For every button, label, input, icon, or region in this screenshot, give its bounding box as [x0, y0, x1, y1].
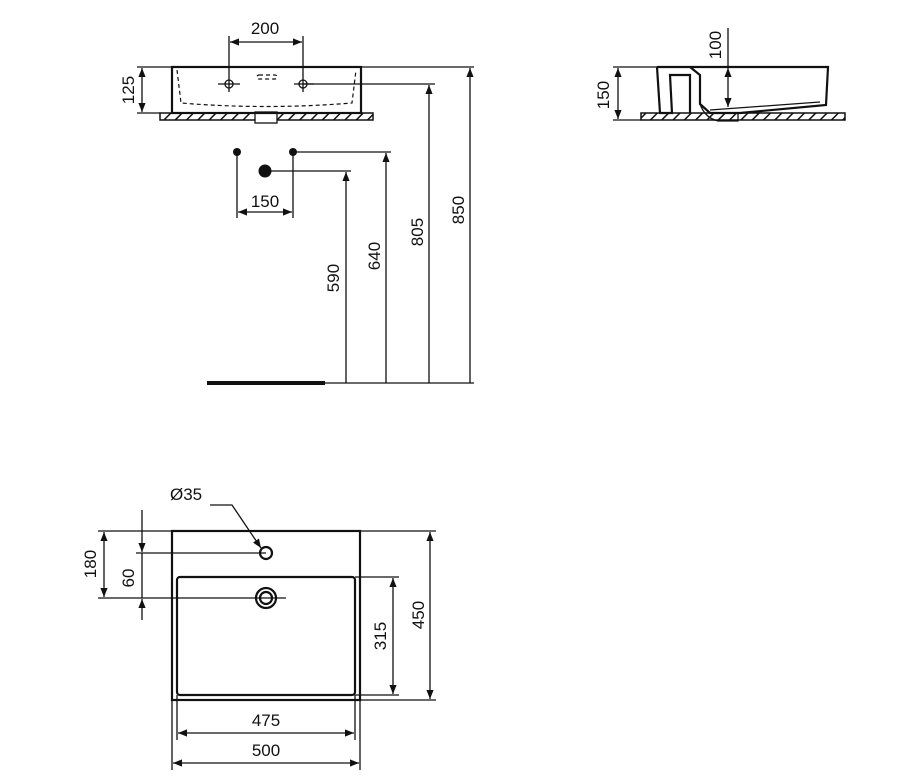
dim-tap-spacing-label: 200	[251, 19, 279, 38]
dim-supply-spacing-label: 150	[251, 192, 279, 211]
dim-inner-width-label: 475	[252, 711, 280, 730]
dim-inner-depth-label: 315	[371, 622, 390, 650]
dim-tap-height-label: 805	[408, 218, 427, 246]
front-view: 200 125 150 590 640 805 850	[119, 19, 474, 385]
dim-supply-height-label: 640	[365, 242, 384, 270]
bowl-hidden-line	[176, 69, 357, 108]
tap-hole-leader	[210, 504, 262, 549]
tap-hole-diameter-label: Ø35	[170, 485, 202, 504]
dim-basin-height-label: 125	[119, 76, 138, 104]
dim-overall-height-label: 150	[594, 81, 613, 109]
dim-waste-height-label: 590	[324, 264, 343, 292]
top-view: Ø35 180 60 315 450 475 500	[81, 485, 436, 770]
dim-tap-to-back-label: 180	[81, 550, 100, 578]
dim-tap-to-drain-label: 60	[119, 569, 138, 588]
basin-front	[170, 65, 363, 115]
dim-overall-depth-label: 450	[409, 601, 428, 629]
dim-overall-width-label: 500	[252, 741, 280, 760]
dim-bowl-depth-label: 100	[706, 31, 725, 59]
overflow-slot	[256, 74, 278, 80]
dim-rim-height-label: 850	[449, 196, 468, 224]
side-view: 150 100	[594, 28, 846, 122]
bowl-outline	[175, 575, 357, 697]
basin-outline	[170, 529, 362, 702]
